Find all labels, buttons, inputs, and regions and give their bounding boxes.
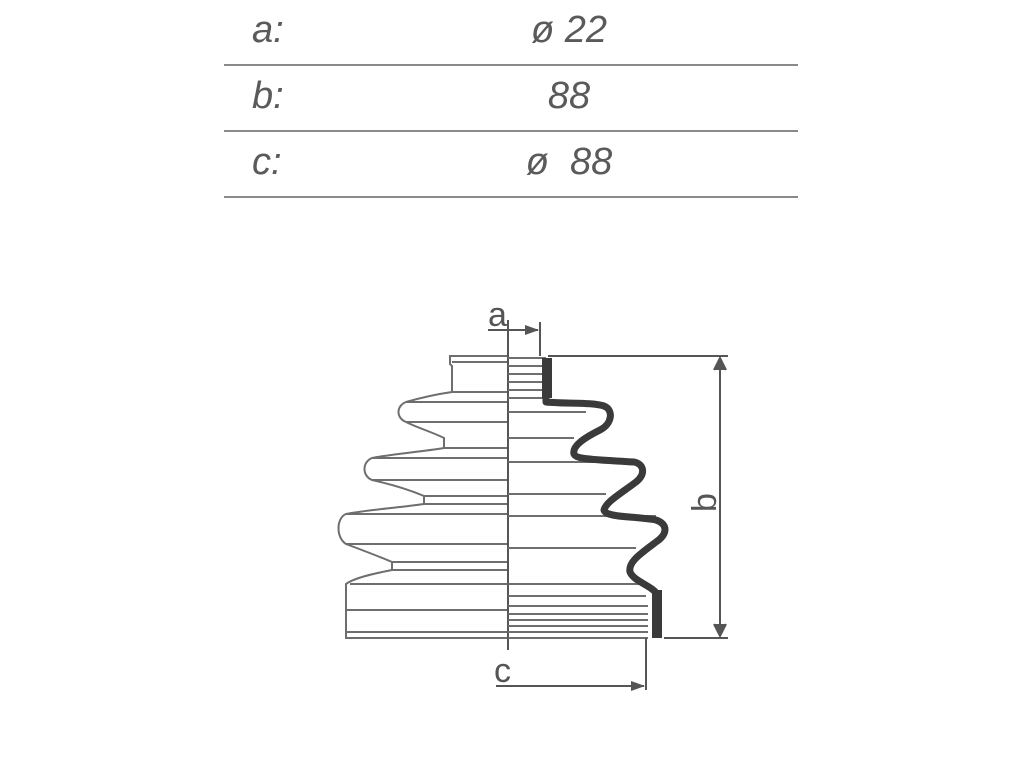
dimension-c-marker [496,638,647,691]
dimension-b-marker [548,355,728,639]
dimension-row-b: b: 88 [224,66,798,132]
boot-wall-section [542,358,669,636]
top-clamp-section [542,358,552,398]
dimension-label: a: [252,9,284,51]
dimension-a-marker [488,322,541,356]
dimensions-table: a: ø 22 b: 88 c: ø 88 [224,0,798,198]
dimension-row-c: c: ø 88 [224,132,798,198]
dimension-row-a: a: ø 22 [224,0,798,66]
dimension-label: b: [252,75,284,117]
dimension-label: c: [252,141,282,183]
boot-section-half [508,357,669,639]
boot-exterior-half [337,355,508,639]
dimension-value: 88 [547,75,591,117]
bellows-fold-2 [363,447,445,504]
bottom-collar-outline [345,569,508,639]
dimension-c-letter: c [494,652,511,690]
bottom-clamp-section [652,590,662,638]
bellows-fold-1 [397,391,508,448]
dimension-a-letter: a [488,296,507,334]
bellows-fold-3 [337,503,425,570]
dimension-value: ø 88 [525,141,613,183]
dimension-b-letter: b [686,493,724,512]
dimension-value: ø 22 [530,9,608,51]
